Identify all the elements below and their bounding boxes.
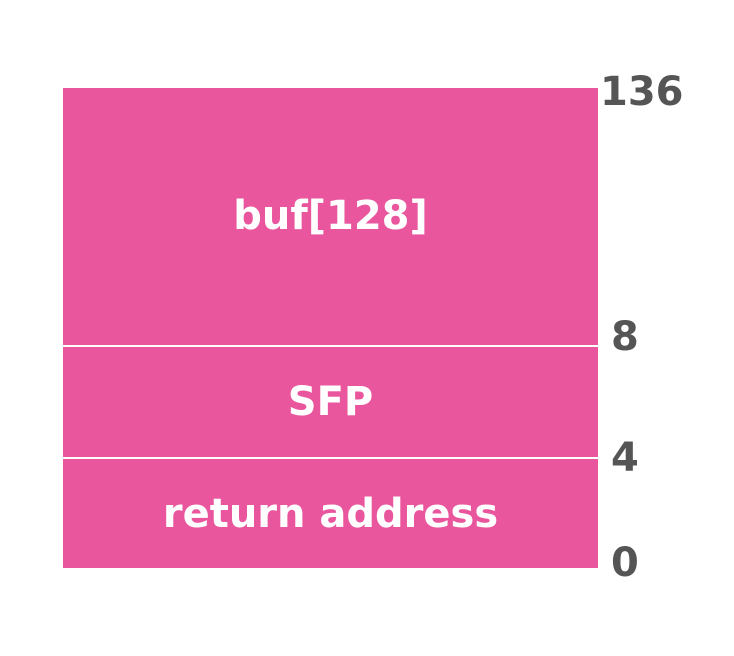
offset-label-0: 0 bbox=[611, 540, 639, 586]
buffer-block: buf[128] bbox=[63, 88, 598, 345]
sfp-label: SFP bbox=[287, 379, 374, 425]
offset-label-8: 8 bbox=[611, 314, 639, 360]
offset-label-136: 136 bbox=[600, 69, 684, 115]
return-address-block: return address bbox=[63, 457, 598, 568]
return-address-label: return address bbox=[162, 490, 499, 537]
offset-label-4: 4 bbox=[611, 435, 639, 481]
stack-frame-diagram: buf[128] SFP return address bbox=[63, 88, 598, 568]
saved-frame-pointer-block: SFP bbox=[63, 345, 598, 457]
buffer-label: buf[128] bbox=[233, 193, 428, 239]
